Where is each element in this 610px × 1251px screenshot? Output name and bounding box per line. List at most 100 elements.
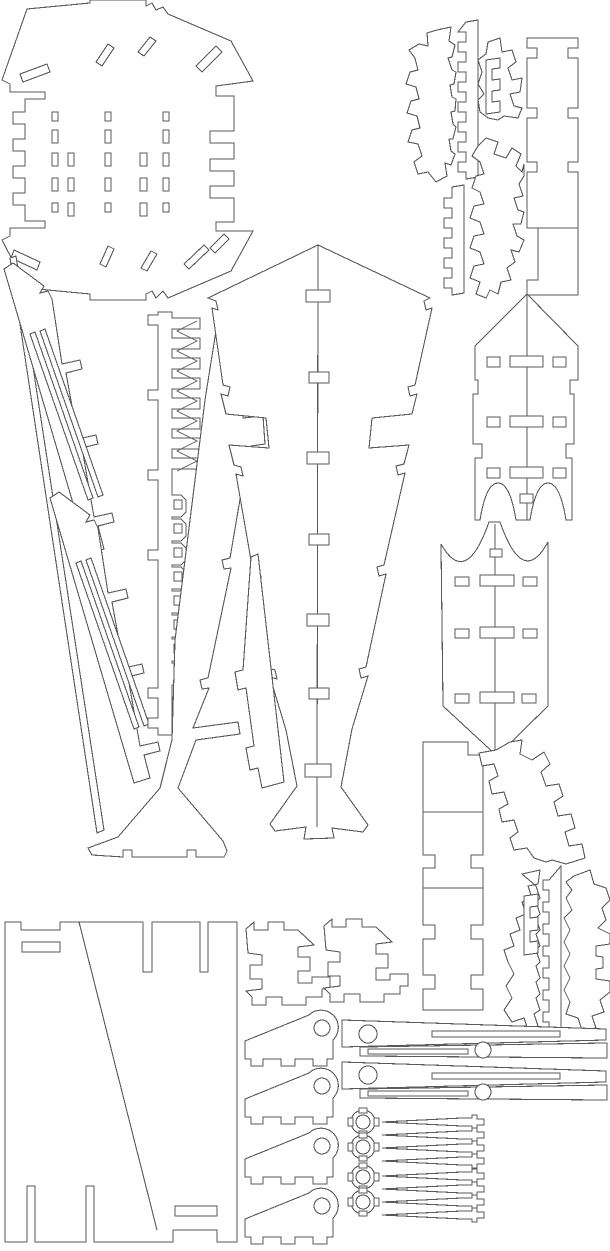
gun-barrel-part	[381, 1114, 485, 1130]
deck-slot	[104, 129, 112, 144]
base-plate-part	[4, 921, 238, 1243]
barrel-strip-hole	[358, 1024, 378, 1044]
gun-barrel-part	[381, 1181, 485, 1197]
deck-slot	[162, 129, 170, 144]
ring-disc-tab	[373, 1172, 380, 1182]
ring-disc-tab	[347, 1117, 354, 1127]
ring-disc-tab	[358, 1107, 368, 1114]
deck-slot	[51, 177, 59, 192]
deck-slot	[162, 202, 170, 213]
barrel-strip-slot	[367, 1048, 469, 1055]
mast-spar-slot	[39, 328, 104, 498]
stern-slot	[479, 691, 515, 704]
step-bracket-part	[322, 917, 409, 1003]
ring-disc-tab	[347, 1172, 354, 1182]
notched-strip-part	[422, 811, 484, 889]
toothed-strip-part	[443, 184, 465, 296]
deck-angled-slot	[195, 45, 223, 73]
bow-slot	[486, 467, 501, 479]
deck-angled-slot	[183, 244, 210, 270]
comb-hole	[173, 523, 183, 534]
ring-disc-tab	[358, 1162, 368, 1169]
bow-slot	[486, 416, 501, 428]
stern-slot	[479, 626, 515, 639]
gun-barrel-part	[381, 1168, 485, 1184]
deck-slot	[139, 202, 148, 217]
stern-slot	[522, 628, 538, 639]
side-strip-part	[526, 37, 579, 229]
deck-slot	[162, 152, 170, 167]
comb-groove-line	[175, 320, 199, 472]
deck-angled-slot	[209, 233, 230, 254]
deck-slot	[51, 202, 59, 213]
stern-slot	[479, 574, 515, 587]
turret-wedge-hole	[313, 1197, 331, 1215]
deck-slot	[162, 177, 170, 192]
deck-slot	[104, 152, 112, 167]
bow-slot	[552, 416, 567, 428]
deck-slot	[139, 152, 148, 167]
deck-slot	[162, 111, 170, 122]
mast-sliver-strip	[9, 255, 105, 834]
gun-barrel-part	[381, 1194, 485, 1210]
ring-disc-tab	[347, 1142, 354, 1152]
gun-barrel-part	[381, 1127, 485, 1143]
kite-slot	[306, 451, 330, 465]
comb-hole	[173, 499, 183, 510]
kite-slot	[308, 533, 330, 546]
comb-hole	[173, 547, 183, 558]
ring-disc-tab	[373, 1117, 380, 1127]
deck-angled-slot	[19, 63, 51, 83]
toothed-strip-part	[542, 864, 562, 1031]
deck-angled-slot	[137, 36, 157, 57]
mast-spar-slot	[75, 560, 140, 730]
deck-panel-outline	[1, 0, 254, 301]
turret-wedge-part	[244, 1009, 339, 1067]
toothed-strip-part	[456, 19, 479, 180]
ring-disc-tab	[358, 1187, 368, 1194]
bow-section-part	[472, 293, 579, 521]
turret-wedge-hole	[313, 1077, 331, 1095]
deck-slot	[67, 202, 75, 217]
bow-slot	[486, 356, 501, 368]
kite-slot	[308, 687, 330, 700]
bow-slot	[552, 356, 567, 368]
stern-slot	[454, 576, 470, 587]
ring-disc-tab	[358, 1132, 368, 1139]
notched-strip-part	[422, 741, 484, 813]
bow-slot	[509, 466, 544, 479]
turret-wedge-hole	[313, 1137, 331, 1155]
mast-spar-slot	[29, 331, 94, 501]
bow-slot	[509, 355, 544, 368]
barrel-strip-hole	[474, 1041, 492, 1059]
kite-slot	[304, 763, 332, 778]
gun-barrel-part	[381, 1207, 485, 1223]
deck-slot	[139, 177, 148, 192]
side-strip-part	[526, 227, 579, 296]
base-plate-slot	[21, 941, 61, 953]
kite-slot	[305, 289, 331, 303]
deck-slot	[51, 111, 59, 122]
turret-wedge-hole	[313, 1019, 331, 1037]
base-plate-slot	[174, 1205, 218, 1217]
ring-disc-hole	[355, 1169, 371, 1185]
deck-slot	[51, 129, 59, 144]
gear-bulkhead-part	[563, 869, 610, 1031]
barrel-strip-hole	[358, 1065, 378, 1085]
deck-slot	[104, 202, 112, 213]
deck-angled-slot	[140, 250, 158, 272]
ring-disc-hole	[355, 1194, 371, 1210]
stern-slot	[454, 693, 470, 704]
bow-slot	[509, 415, 544, 428]
deck-angled-slot	[99, 245, 115, 268]
bow-slot	[552, 467, 567, 479]
c-bracket-part	[523, 893, 539, 956]
barrel-strip-slot	[367, 1090, 469, 1097]
deck-slot	[51, 152, 59, 167]
kite-slot	[308, 371, 330, 384]
stern-slot	[454, 628, 470, 639]
gear-bulkhead-part	[469, 137, 525, 299]
ring-disc-hole	[355, 1114, 371, 1130]
gear-bulkhead-part	[405, 26, 457, 183]
